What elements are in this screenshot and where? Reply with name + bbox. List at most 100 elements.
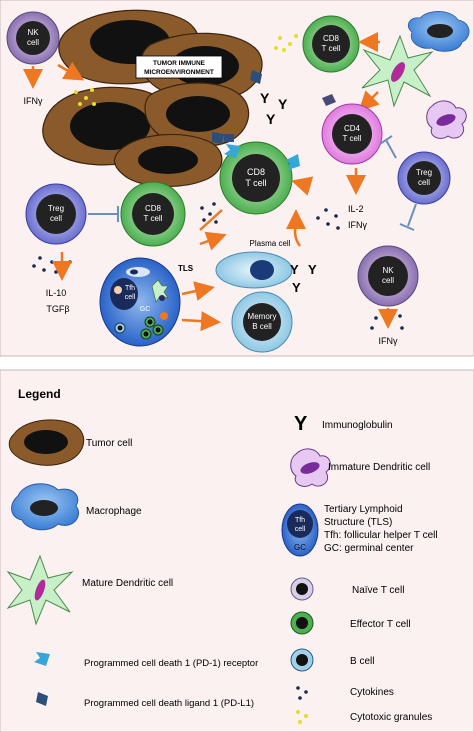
legend-naive-label: Naïve T cell: [352, 585, 404, 596]
legend-tls-line1: Tertiary Lymphoid: [324, 504, 403, 515]
legend-tls-line3: Tfh: follicular helper T cell: [324, 530, 438, 541]
memory-label1: Memory: [248, 312, 277, 321]
legend-ig-label: Immunoglobulin: [322, 420, 393, 431]
granules-icon: [274, 34, 298, 52]
ifng-mid-label: IFNγ: [348, 220, 367, 230]
cd8-cell-center: CD8 T cell: [219, 141, 293, 215]
arrow: [291, 176, 314, 196]
nk-top-label1: NK: [27, 28, 39, 37]
svg-text:Y: Y: [266, 111, 276, 127]
legend-pdl1-icon: [36, 692, 48, 706]
legend-tls-icon: Tfh cell GC: [281, 503, 319, 557]
svg-text:cell: cell: [295, 526, 306, 533]
arrow: [57, 61, 85, 81]
legend-granules-label: Cytotoxic granules: [350, 712, 432, 723]
svg-text:Y: Y: [290, 262, 299, 277]
cd4-label1: CD4: [344, 124, 361, 133]
ig-symbols-top: Y Y Y: [260, 90, 288, 127]
nk-right-label2: cell: [382, 276, 394, 285]
tme-label-box: TUMOR IMMUNE MICROENVIRONMENT: [135, 55, 223, 79]
treg-left-out1: IL-10: [46, 288, 67, 298]
nk-right-label1: NK: [382, 266, 394, 275]
legend-tumor-icon: [8, 419, 85, 466]
legend-effector-label: Effector T cell: [350, 619, 411, 630]
legend-bcell-icon: [290, 648, 314, 672]
legend-ig-icon: Y: [294, 413, 308, 435]
nk-top-output: IFNγ: [24, 96, 43, 106]
granules-icon: [74, 88, 96, 106]
arrow: [181, 311, 221, 332]
legend-immature-dc-icon: [290, 448, 331, 487]
nk-cell-right: NK cell: [357, 245, 419, 307]
pdl1-icon: [250, 70, 262, 84]
legend-pdl1-label: Programmed cell death ligand 1 (PD-L1): [84, 698, 254, 709]
svg-text:Tfh: Tfh: [125, 285, 135, 292]
immature-dc-icon: [426, 100, 467, 139]
pd1-icon: [224, 144, 240, 158]
svg-text:Tfh: Tfh: [295, 517, 305, 524]
legend-pd1-icon: [34, 652, 50, 666]
nk-top-label2: cell: [27, 38, 39, 47]
cd8-top-label2: T cell: [322, 44, 341, 53]
legend-tls-line2: Structure (TLS): [324, 517, 392, 528]
cd8-center-label2: T cell: [245, 178, 266, 188]
treg-left-label2: cell: [50, 214, 62, 223]
legend-macrophage-icon: [11, 483, 80, 531]
il2-label: IL-2: [348, 204, 364, 214]
svg-text:GC: GC: [140, 306, 151, 313]
cd8-cell-left: CD8 T cell: [120, 181, 186, 247]
arrow: [199, 231, 227, 251]
cd4-cell: CD4 T cell: [321, 103, 383, 165]
cd8-center-label1: CD8: [247, 167, 265, 177]
legend-title: Legend: [18, 387, 61, 401]
inhibit-line: [385, 139, 397, 159]
nk-right-output: IFNγ: [379, 336, 398, 346]
treg-cell-left: Treg cell: [25, 183, 87, 245]
arrow: [358, 90, 380, 112]
legend-tls-line4: GC: germinal center: [324, 543, 414, 554]
arrow: [199, 209, 223, 231]
macrophage-icon: [407, 11, 470, 52]
cd8-left-label1: CD8: [145, 204, 162, 213]
plasma-cell: [215, 251, 293, 289]
ig-symbols-plasma: Y Y Y: [290, 262, 317, 295]
treg-right-label1: Treg: [416, 168, 432, 177]
pdl1-icon: [224, 134, 234, 142]
svg-text:Y: Y: [278, 96, 288, 112]
cytokines-icon: [316, 208, 340, 230]
legend-bcell-label: B cell: [350, 656, 374, 667]
cd8-cell-top: CD8 T cell: [302, 15, 360, 73]
legend-effector-icon: [290, 611, 314, 635]
tme-label-line2: MICROENVIRONMENT: [144, 69, 214, 76]
pdl1-icon: [212, 132, 224, 144]
svg-text:Y: Y: [292, 280, 301, 295]
inhibit-line: [407, 203, 417, 227]
legend-macrophage-label: Macrophage: [86, 506, 142, 517]
svg-text:Y: Y: [260, 90, 270, 106]
legend-granules-icon: [296, 710, 308, 724]
legend-naive-icon: [290, 577, 314, 601]
treg-left-out2: TGFβ: [46, 304, 69, 314]
legend-mature-dc-icon: [6, 554, 74, 626]
cd8-top-label1: CD8: [323, 34, 340, 43]
tls-structure: Tfh cell GC: [99, 257, 181, 347]
mature-dc-icon: [361, 34, 434, 108]
plasma-label: Plasma cell: [250, 239, 291, 248]
svg-text:Y: Y: [308, 262, 317, 277]
cytokines-icon: [370, 314, 404, 330]
tls-label: TLS: [178, 264, 194, 273]
nk-cell-top: NK cell: [6, 11, 60, 65]
arrow: [285, 209, 306, 247]
treg-right-label2: cell: [418, 178, 430, 187]
treg-cell-right: Treg cell: [397, 151, 451, 205]
cd8-left-label2: T cell: [144, 214, 163, 223]
legend-tumor-label: Tumor cell: [86, 438, 132, 449]
memory-b-cell: Memory B cell: [231, 291, 293, 353]
cytokines-icon: [200, 202, 218, 224]
legend-immature-dc-label: Immature Dendritic cell: [328, 462, 430, 473]
pd1-icon: [286, 154, 300, 170]
memory-label2: B cell: [252, 322, 272, 331]
tme-label-line1: TUMOR IMMUNE: [153, 60, 206, 67]
